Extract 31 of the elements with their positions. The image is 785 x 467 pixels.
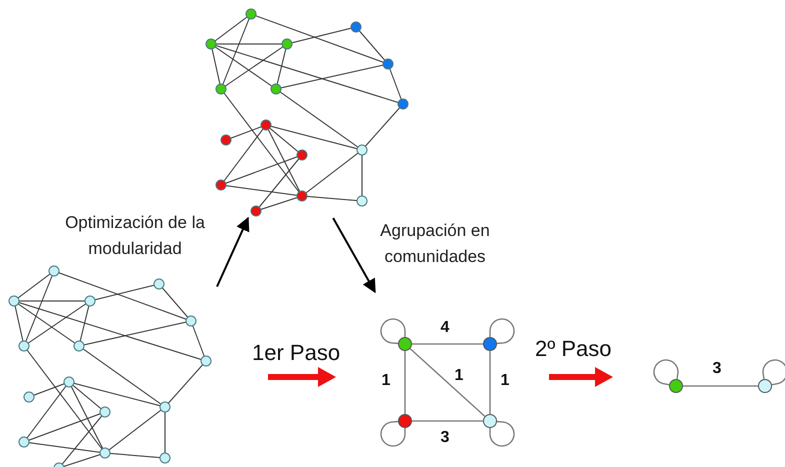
graph-vertex [483,337,497,351]
graph-edge [762,359,785,386]
arrow [216,216,250,288]
graph-edge [380,318,406,344]
step-label: 1er Paso [252,339,340,367]
graph-vertex [669,379,683,393]
graph-edge [412,343,483,345]
edge-weight: 1 [382,373,390,389]
edge-weight: 1 [454,368,464,384]
edge-label: Agrupación en comunidades [379,220,491,268]
graph-edge [683,385,758,387]
edge-weight: 3 [712,361,722,377]
graph-vertex [758,379,772,393]
edge-weight: 1 [500,373,510,389]
network-drawing [205,8,410,218]
graph-edge [410,348,486,417]
graph-edge [489,351,491,414]
graph-edge [380,420,406,447]
graph-vertex [398,414,412,428]
edge-weight: 3 [440,430,450,446]
arrow [332,218,376,294]
edge-label: Optimización de la modularidad [64,212,206,260]
graph-edge [489,420,515,447]
graph-edge [404,351,406,414]
graph-vertex [398,337,412,351]
graph-edge [653,359,679,386]
graph-edge [412,420,483,422]
step-label: 2º Paso [535,335,612,363]
graph-vertex [483,414,497,428]
edge-weight: 4 [440,320,450,336]
graph-edge [489,318,515,344]
